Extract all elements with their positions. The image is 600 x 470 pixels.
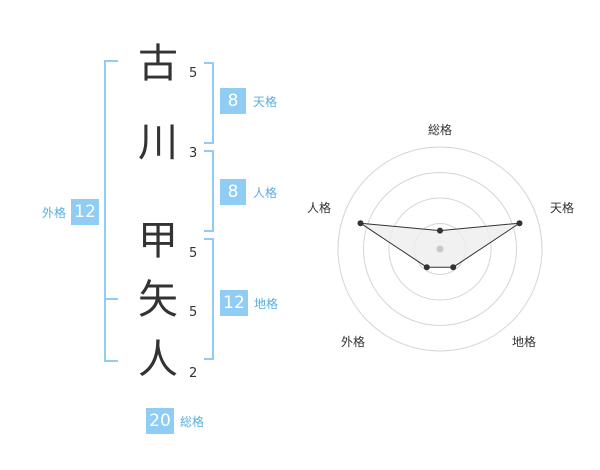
soukaku-label: 総格	[180, 415, 205, 429]
radar-grid-ring-2	[388, 197, 492, 301]
name-char-2: 川	[138, 120, 178, 166]
soukaku-value-badge: 20	[146, 408, 174, 434]
chikaku-bracket	[204, 238, 214, 360]
radar-grid-ring-3	[363, 172, 517, 326]
gaikaku-value-badge: 12	[71, 199, 99, 225]
gaikaku-bracket	[104, 60, 118, 362]
radar-point-5	[357, 220, 364, 227]
jinkaku-label: 人格	[253, 186, 278, 200]
radar-axis-label-soukaku: 総格	[428, 123, 453, 137]
name-char-5: 人	[138, 337, 178, 383]
radar-grid-ring-4	[337, 146, 543, 352]
tenkaku-label: 天格	[253, 95, 278, 109]
jinkaku-bracket	[204, 150, 214, 232]
chikaku-label: 地格	[254, 297, 279, 311]
stroke-count-2: 3	[189, 146, 198, 161]
chikaku-value-badge: 12	[220, 290, 248, 316]
radar-axis-label-gaikaku: 外格	[341, 335, 366, 349]
tenkaku-value-badge: 8	[220, 88, 246, 114]
radar-axis-label-jinkaku: 人格	[307, 201, 332, 215]
name-char-4: 矢	[138, 277, 178, 323]
name-char-3: 甲	[138, 218, 178, 264]
radar-point-1	[437, 227, 443, 234]
gaikaku-bracket-divider	[104, 298, 118, 300]
radar-value-polygon	[360, 222, 520, 268]
stroke-count-4: 5	[189, 305, 198, 320]
jinkaku-value-badge: 8	[220, 179, 246, 205]
radar-point-2	[516, 220, 523, 227]
stroke-count-3: 5	[189, 246, 198, 261]
tenkaku-bracket	[204, 62, 214, 144]
radar-center-dot	[436, 245, 444, 253]
stroke-count-5: 2	[189, 366, 198, 381]
gaikaku-label: 外格	[42, 206, 67, 220]
stroke-count-1: 5	[189, 66, 198, 81]
name-char-1: 古	[138, 41, 178, 87]
radar-point-3	[450, 264, 457, 271]
radar-axis-label-chikaku: 地格	[512, 335, 537, 349]
radar-axis-label-tenkaku: 天格	[550, 201, 575, 215]
radar-point-4	[423, 264, 430, 271]
